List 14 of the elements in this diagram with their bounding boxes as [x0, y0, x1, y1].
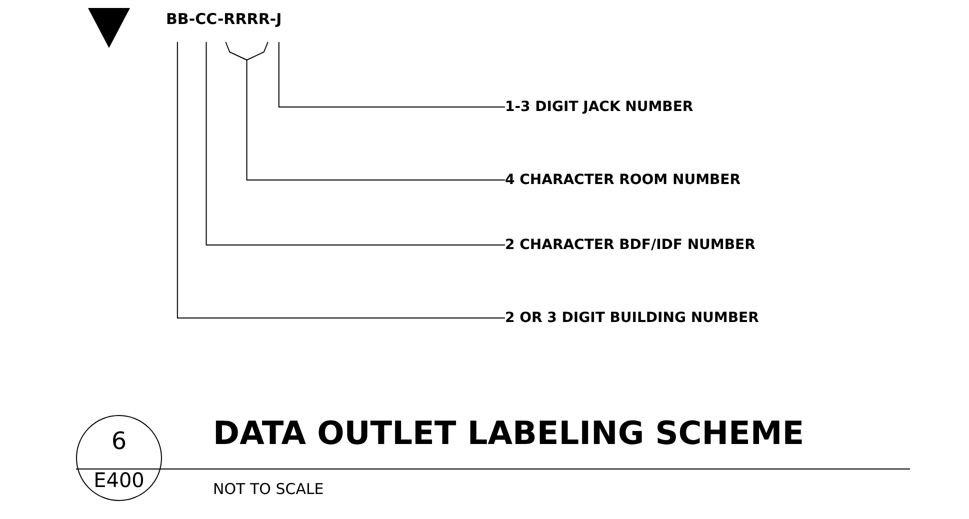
caption: NOT TO SCALE: [213, 480, 324, 498]
leader-line: [225, 42, 506, 180]
leader-line: [278, 42, 506, 108]
callout-text: 1-3 DIGIT JACK NUMBER: [505, 99, 694, 115]
detail-bubble: [76, 415, 162, 501]
leader-line: [176, 42, 506, 318]
detail-number: 6: [110, 427, 128, 455]
title: DATA OUTLET LABELING SCHEME: [213, 414, 804, 452]
callout-text: 2 CHARACTER BDF/IDF NUMBER: [505, 237, 756, 253]
leader-line: [206, 42, 506, 246]
callout-text: 2 OR 3 DIGIT BUILDING NUMBER: [505, 310, 759, 326]
label-format-code: BB-CC-RRRR-J: [166, 10, 282, 42]
sheet-number: E400: [92, 468, 146, 492]
callout-text: 4 CHARACTER ROOM NUMBER: [505, 172, 741, 188]
